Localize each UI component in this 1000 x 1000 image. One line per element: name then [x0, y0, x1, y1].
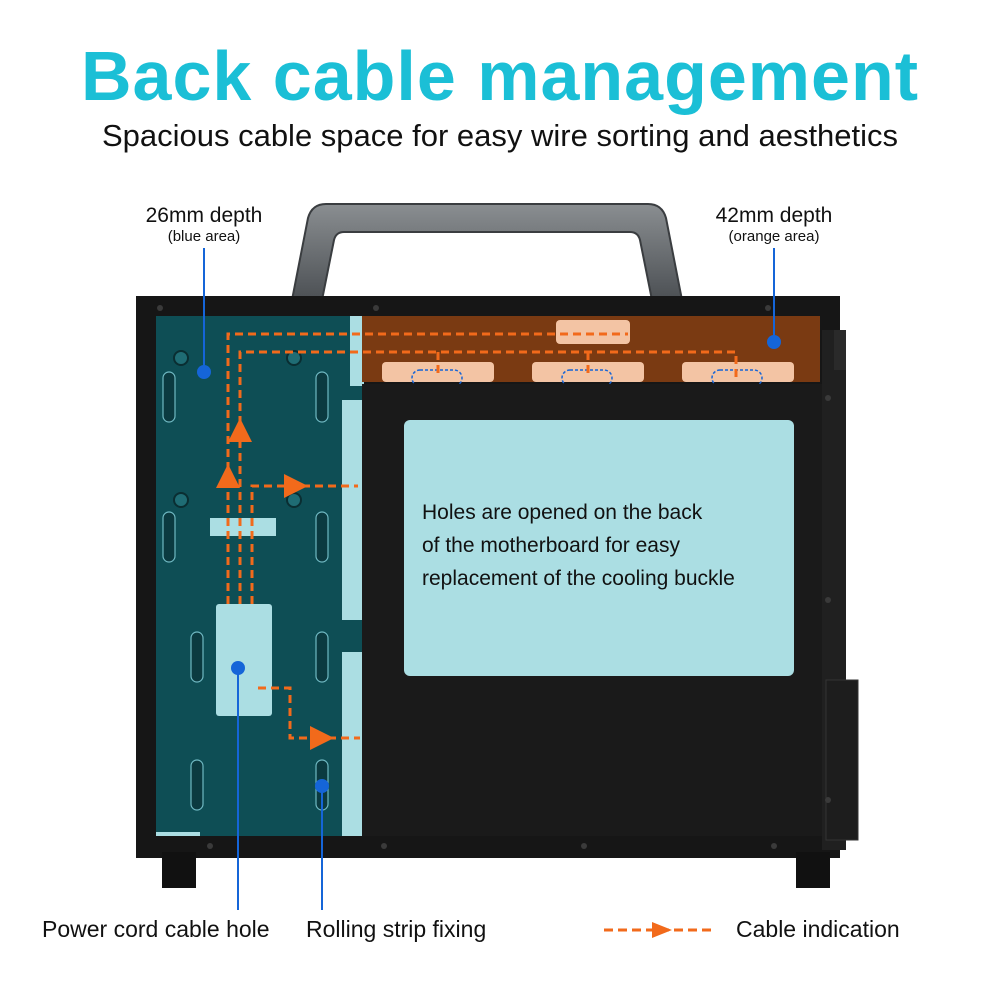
label-rolling-strip-fixing: Rolling strip fixing — [306, 916, 487, 942]
info-line: replacement of the cooling buckle — [422, 567, 735, 590]
callout-26mm-title: 26mm depth — [145, 204, 263, 227]
callouts — [197, 248, 781, 910]
info-line: Holes are opened on the back — [422, 501, 703, 524]
callout-26mm: 26mm depth (blue area) — [104, 204, 304, 246]
label-cable-indication: Cable indication — [736, 916, 900, 942]
callout-42mm: 42mm depth (orange area) — [674, 204, 874, 246]
case-foot-left — [162, 852, 196, 888]
callout-dot-icon — [767, 335, 781, 349]
callout-26mm-note: (blue area) — [167, 228, 241, 245]
callout-42mm-note: (orange area) — [728, 228, 820, 245]
cable-routes — [216, 332, 738, 750]
label-power-cord-cable-hole: Power cord cable hole — [42, 916, 270, 942]
carry-handle — [290, 203, 684, 301]
motherboard-holes-info-box: Holes are opened on the back of the moth… — [404, 420, 794, 676]
case-foot-right — [796, 852, 830, 888]
rolling-strip-slots — [162, 371, 329, 811]
blue-area-26mm — [156, 316, 364, 836]
callout-42mm-title: 42mm depth — [715, 204, 833, 227]
info-line: of the motherboard for easy — [422, 534, 680, 557]
callout-dot-icon — [197, 365, 211, 379]
frame-screws — [157, 305, 831, 849]
callout-dot-icon — [231, 661, 245, 675]
page-title: Back cable management — [80, 37, 920, 115]
page-subtitle: Spacious cable space for easy wire sorti… — [101, 118, 899, 153]
callout-dot-icon — [315, 779, 329, 793]
cable-indication-dashed-arrow-icon — [604, 922, 714, 938]
info-text: Holes are opened on the back of the moth… — [422, 496, 792, 595]
